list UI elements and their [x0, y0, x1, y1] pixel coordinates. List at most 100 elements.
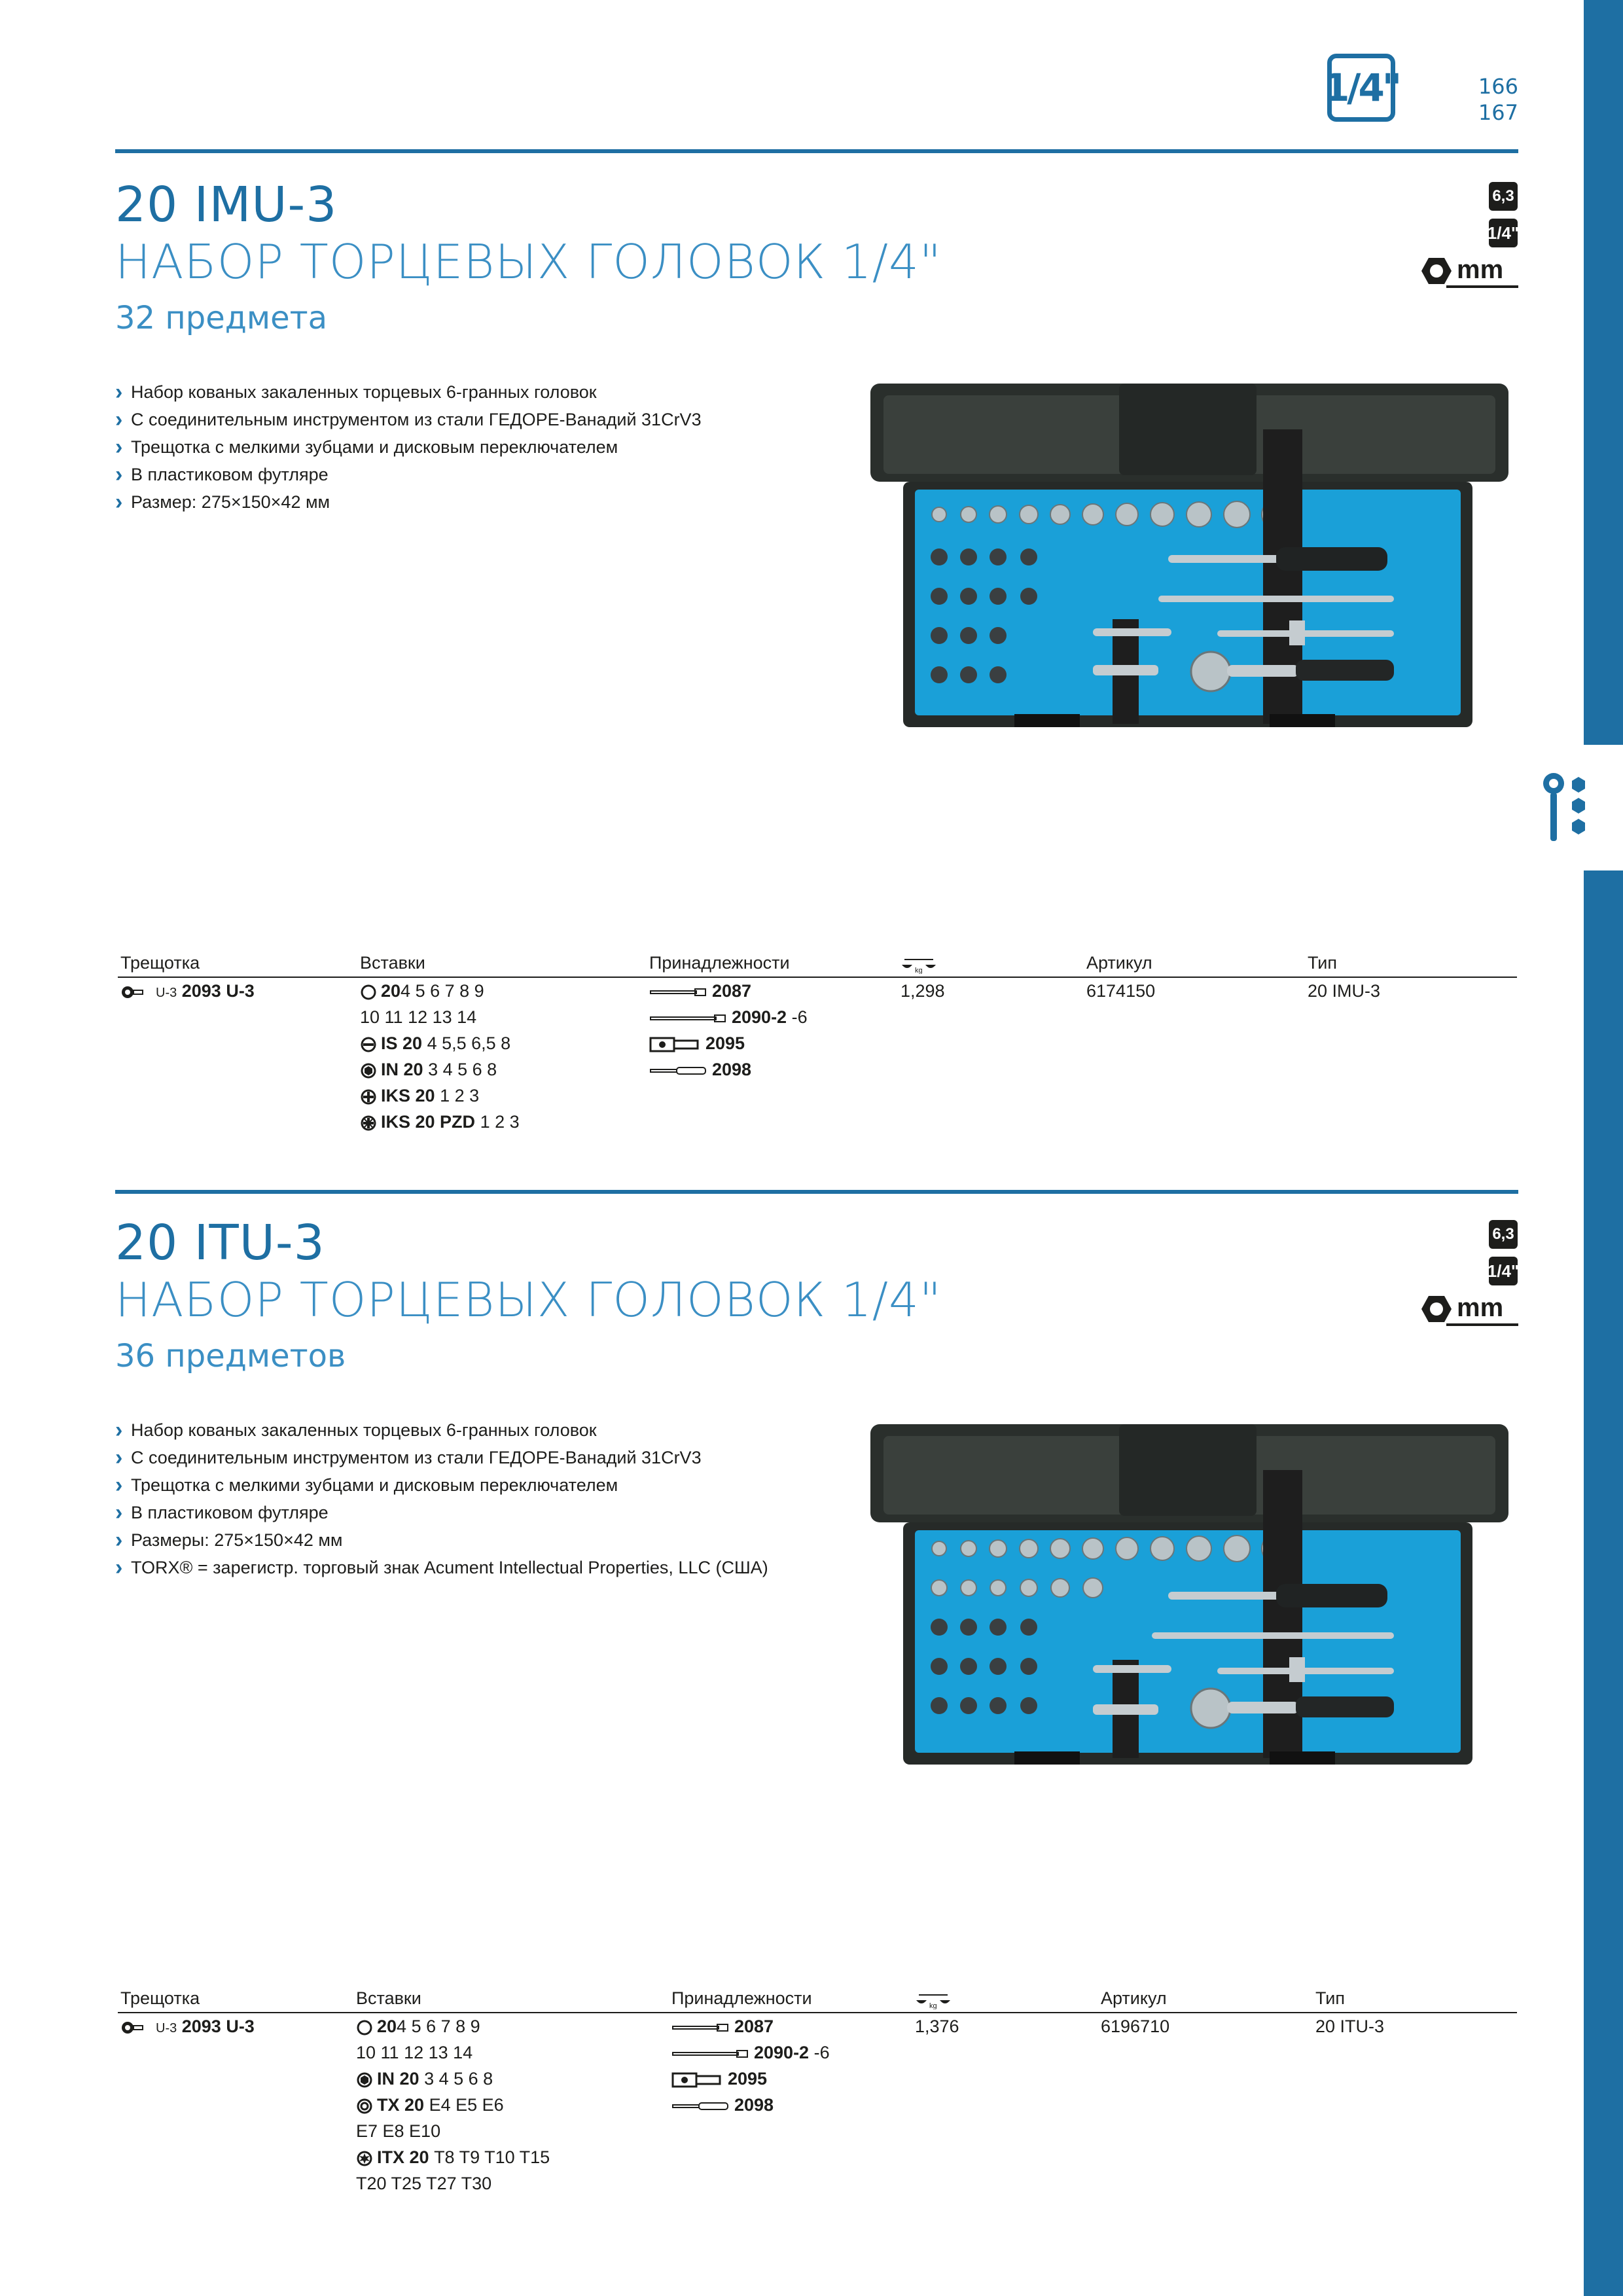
svg-text:kg: kg [929, 2002, 937, 2009]
ratchet-icon [122, 986, 143, 998]
article-number: 6174150 [1086, 981, 1156, 1001]
header-weight: kg [915, 1991, 952, 2014]
insert-row: IN 20 3 4 5 6 8 [356, 2066, 493, 2092]
drive-inch-badge: 1/4" [1488, 1257, 1519, 1285]
insert-row: IKS 20 1 2 3 [360, 1083, 479, 1109]
insert-row: 204 5 6 7 8 9 [356, 2013, 480, 2039]
long-extension-icon [672, 2049, 748, 2058]
section-rule [115, 1190, 1518, 1194]
accessory-row: 2095 [649, 1030, 745, 1056]
header-inserts: Вставки [356, 1988, 421, 2008]
type-code: 20 ITU-3 [1315, 2017, 1385, 2036]
feature-item: ›Размеры: 275×150×42 мм [115, 1528, 343, 1552]
weight-value: 1,376 [915, 2017, 959, 2036]
torx-socket-icon [357, 2098, 372, 2114]
insert-row: IS 20 4 5,5 6,5 8 [360, 1030, 510, 1056]
side-bar-bottom [1584, 870, 1623, 2296]
drive-size-badge: 1/4" [1323, 54, 1402, 122]
accessory-row: 2087 [649, 978, 751, 1004]
phillips-icon [361, 1089, 376, 1105]
header-accessories: Принадлежности [671, 1988, 812, 2008]
header-article: Артикул [1101, 1988, 1167, 2008]
sockets-category-icon [1543, 773, 1585, 841]
table-header-rule [118, 2012, 1517, 2013]
pozidriv-icon [361, 1115, 376, 1131]
insert-row: IKS 20 PZD 1 2 3 [360, 1109, 520, 1135]
hex-nut-icon [1421, 258, 1452, 284]
product-code-title: 20 IMU-3 [115, 177, 338, 233]
feature-item: ›Набор кованых закаленных торцевых 6-гра… [115, 380, 597, 404]
arrow-icon: › [115, 462, 123, 487]
header-type: Тип [1308, 953, 1338, 973]
item-count: 36 предметов [115, 1338, 346, 1374]
long-extension-icon [650, 1014, 726, 1022]
header-weight: kg [901, 956, 937, 978]
drive-mm-badge: 6,3 [1489, 1220, 1518, 1249]
feature-item: ›С соединительным инструментом из стали … [115, 1445, 702, 1470]
table-header-rule [118, 977, 1517, 978]
feature-item: ›Трещотка с мелкими зубцами и дисковым п… [115, 1473, 618, 1498]
arrow-icon: › [115, 1528, 123, 1552]
extension-icon [672, 2023, 728, 2032]
article-number: 6196710 [1101, 2017, 1170, 2036]
arrow-icon: › [115, 407, 123, 432]
feature-list: ›Набор кованых закаленных торцевых 6-гра… [115, 1416, 835, 1581]
accessory-row: 2098 [649, 1056, 751, 1083]
insert-row: E7 E8 E10 [356, 2121, 441, 2141]
driver-icon [672, 2102, 728, 2110]
product-code-title: 20 ITU-3 [115, 1215, 325, 1271]
svg-text:kg: kg [915, 967, 923, 974]
arrow-icon: › [115, 1418, 123, 1443]
page-numbers: 166 167 [1459, 73, 1518, 126]
unit-label: mm [1457, 1293, 1504, 1322]
arrow-icon: › [115, 380, 123, 404]
header-accessories: Принадлежности [649, 953, 790, 973]
extension-icon [650, 988, 706, 996]
insert-row: 10 11 12 13 14 [356, 2043, 473, 2062]
ratchet-cell: U-3 2093 U-3 [120, 978, 255, 1006]
product-subtitle: НАБОР ТОРЦЕВЫХ ГОЛОВОК 1/4" [115, 234, 942, 289]
accessory-row: 2090-2 -6 [649, 1004, 808, 1030]
hex-socket-icon [361, 984, 376, 1000]
metric-badge: mm [1420, 255, 1518, 288]
driver-icon [650, 1066, 706, 1075]
metric-badge: mm [1420, 1293, 1518, 1326]
arrow-icon: › [115, 490, 123, 514]
arrow-icon: › [115, 1445, 123, 1470]
insert-row: 204 5 6 7 8 9 [360, 978, 484, 1004]
header-article: Артикул [1086, 953, 1152, 973]
hex-socket-icon [357, 2020, 372, 2036]
feature-list: ›Набор кованых закаленных торцевых 6-гра… [115, 378, 835, 516]
insert-row: 10 11 12 13 14 [360, 1007, 477, 1027]
product-photo-case [870, 384, 1508, 727]
insert-row: ITX 20 T8 T9 T10 T15 [356, 2144, 550, 2170]
feature-item: ›Трещотка с мелкими зубцами и дисковым п… [115, 435, 618, 459]
feature-item: ›Размер: 275×150×42 мм [115, 490, 330, 514]
side-bar-top [1584, 0, 1623, 745]
drive-inch-badge: 1/4" [1488, 219, 1519, 247]
insert-row: IN 20 3 4 5 6 8 [360, 1056, 497, 1083]
ratchet-cell: U-3 2093 U-3 [120, 2013, 255, 2041]
adapter-icon [671, 2072, 721, 2088]
feature-item: ›TORX® = зарегистр. торговый знак Acumen… [115, 1555, 768, 1580]
feature-item: ›В пластиковом футляре [115, 1500, 329, 1525]
type-code: 20 IMU-3 [1308, 981, 1381, 1001]
inbus-icon [357, 2072, 372, 2088]
header-type: Тип [1315, 1988, 1346, 2008]
page-number-right: 167 [1478, 100, 1518, 125]
inbus-icon [361, 1063, 376, 1079]
header-ratchet: Трещотка [120, 953, 200, 973]
item-count: 32 предмета [115, 300, 328, 336]
feature-item: ›В пластиковом футляре [115, 462, 329, 487]
product-photo-case [870, 1424, 1508, 1765]
ratchet-icon [122, 2021, 143, 2034]
slotted-icon [361, 1037, 376, 1052]
header-inserts: Вставки [360, 953, 425, 973]
product-subtitle: НАБОР ТОРЦЕВЫХ ГОЛОВОК 1/4" [115, 1272, 942, 1327]
feature-item: ›Набор кованых закаленных торцевых 6-гра… [115, 1418, 597, 1443]
arrow-icon: › [115, 1473, 123, 1498]
accessory-row: 2095 [671, 2066, 767, 2092]
feature-item: ›С соединительным инструментом из стали … [115, 407, 702, 432]
accessory-row: 2098 [671, 2092, 774, 2118]
arrow-icon: › [115, 1555, 123, 1580]
